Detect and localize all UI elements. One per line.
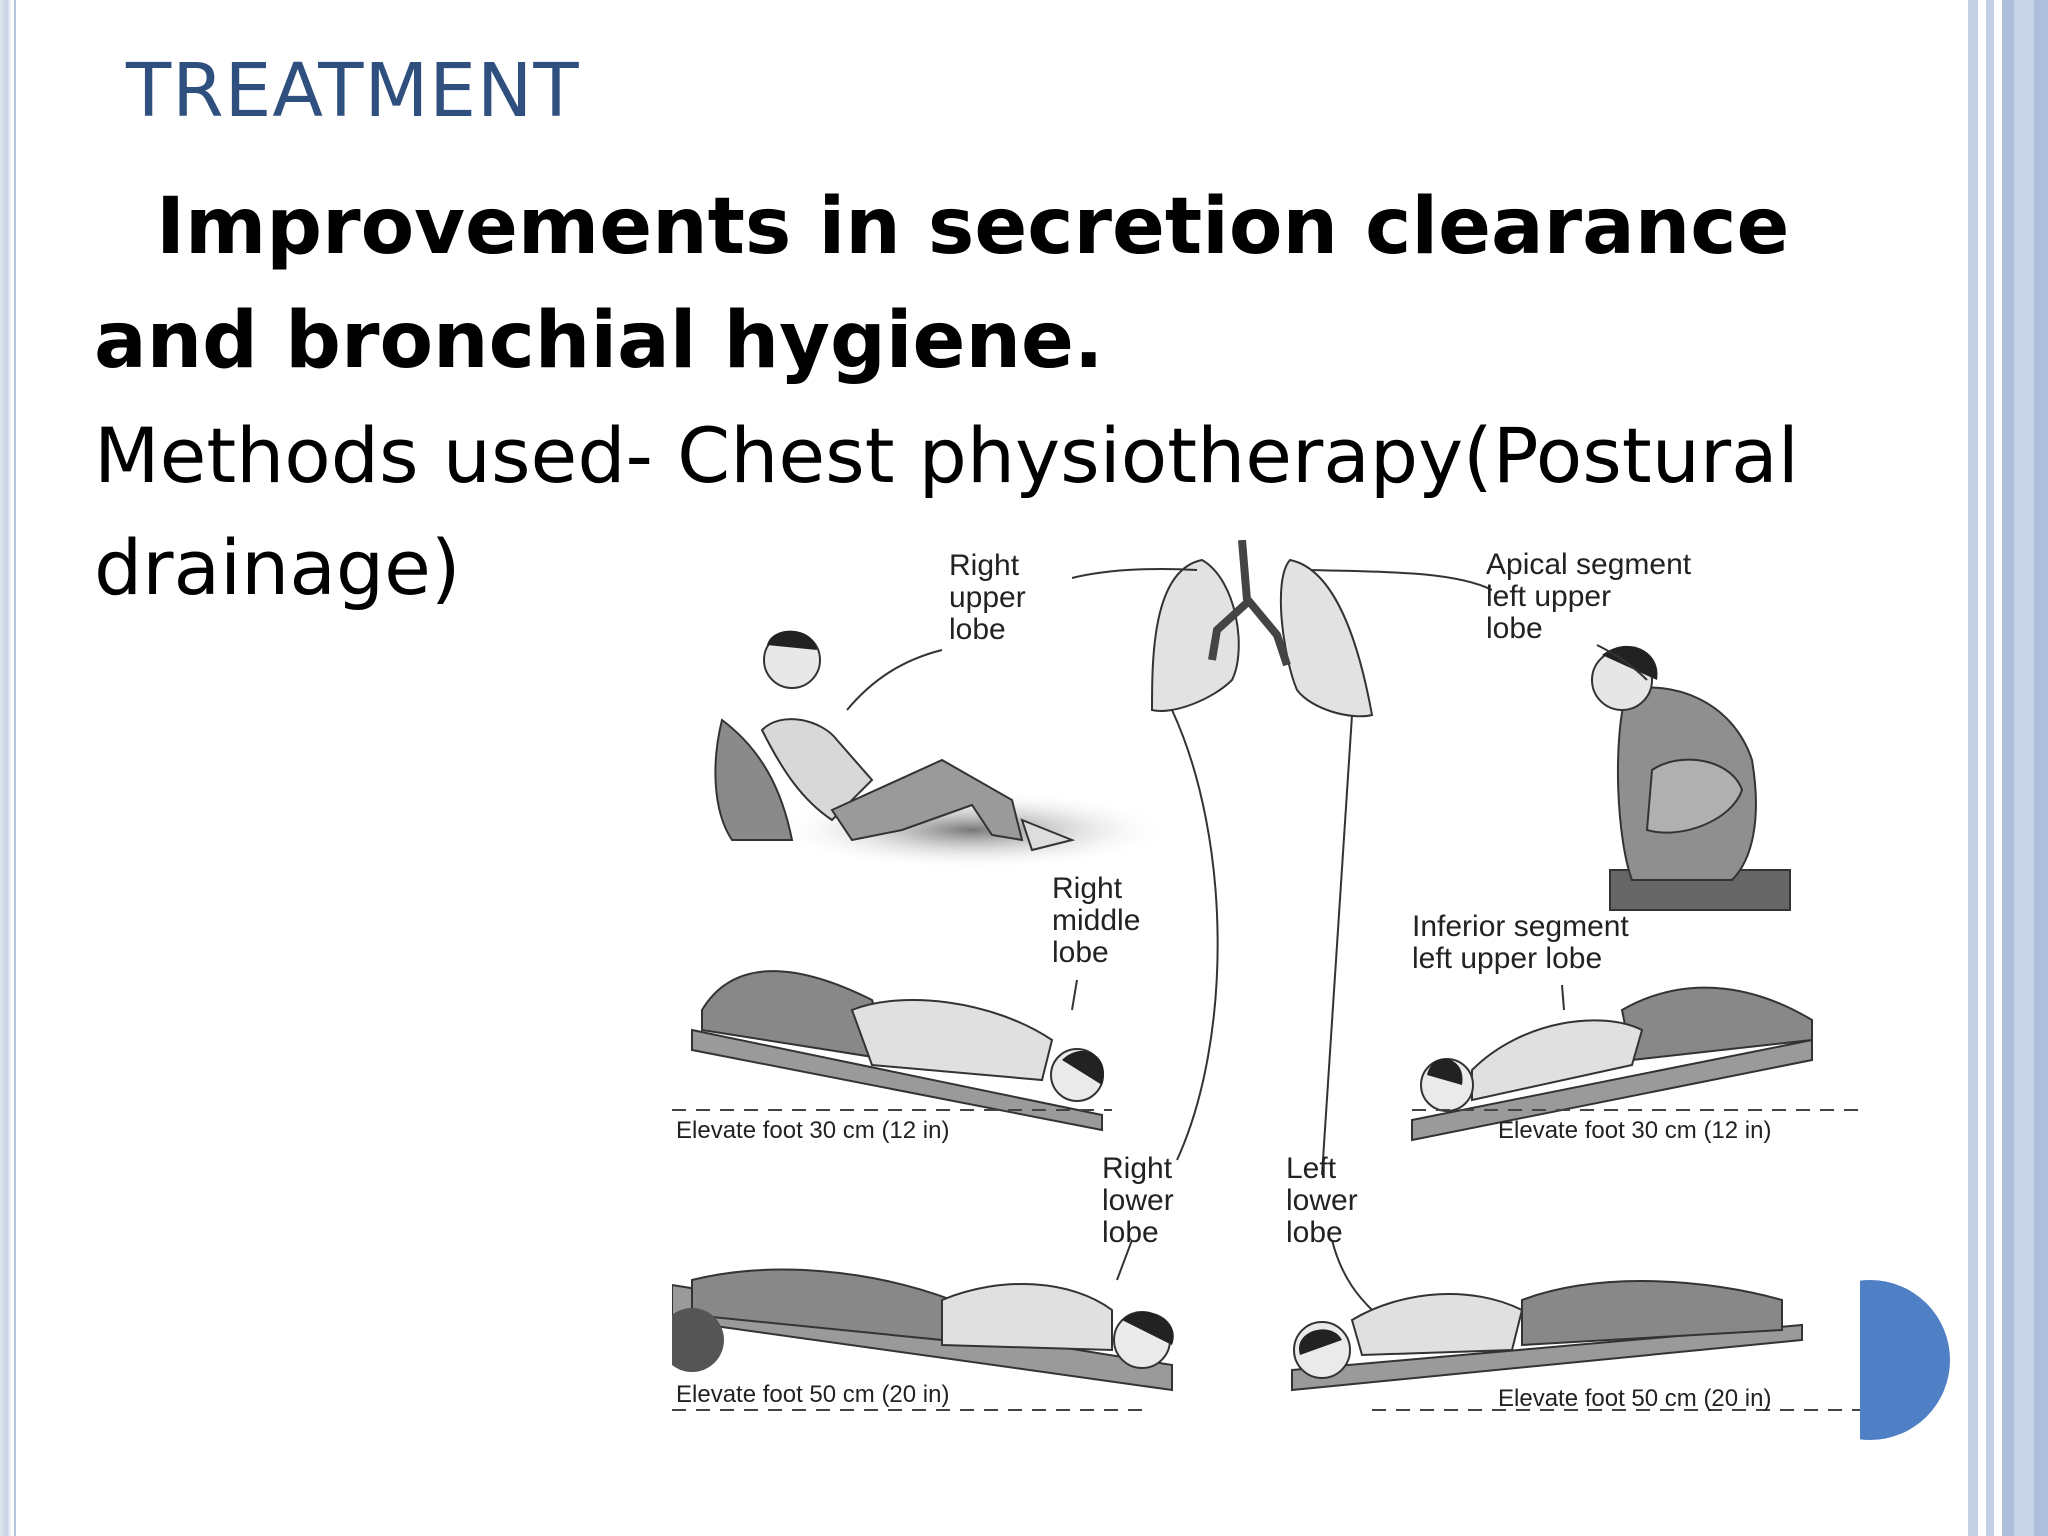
slide-title: TREATMENT [126, 48, 580, 134]
label-right-middle: middle [1052, 904, 1140, 937]
scroll-badge-icon [672, 1308, 724, 1372]
postural-drainage-illustration: Right upper lobe Apical segment left upp… [672, 540, 1862, 1412]
caption-elevate-1: Elevate foot 30 cm (12 in) [676, 1117, 949, 1144]
label-left-lower: Left [1286, 1152, 1337, 1185]
left-lower-lobe-figure-icon [1291, 1280, 1803, 1392]
label-right-upper: Right [949, 549, 1020, 582]
slide-left-border [0, 0, 22, 1536]
lungs-icon [1150, 540, 1374, 718]
right-lower-lobe-figure-icon [672, 1268, 1174, 1392]
label-right-lower: Right [1102, 1152, 1173, 1185]
right-middle-lobe-figure-icon [691, 970, 1104, 1132]
label-right-lower: lower [1102, 1184, 1174, 1217]
label-apical: Apical segment [1486, 548, 1692, 581]
methods-text: Methods used- Chest physiotherapy(Postur… [94, 411, 1799, 612]
slide-subtitle: Improvements in secretion clearance and … [94, 182, 1790, 386]
label-apical: lobe [1486, 612, 1543, 645]
caption-elevate-3: Elevate foot 50 cm (20 in) [676, 1381, 949, 1408]
label-right-middle: Right [1052, 872, 1123, 905]
apical-segment-figure-icon [1591, 645, 1791, 911]
postural-drainage-figure: Right upper lobe Apical segment left upp… [672, 540, 1862, 1420]
label-right-upper: upper [949, 581, 1026, 614]
label-left-lower: lobe [1286, 1216, 1343, 1249]
label-inferior: Inferior segment [1412, 910, 1629, 943]
slide-right-border [1968, 0, 2048, 1536]
label-left-lower: lower [1286, 1184, 1358, 1217]
inferior-segment-figure-icon [1411, 986, 1813, 1142]
label-right-lower: lobe [1102, 1216, 1159, 1249]
label-right-upper: lobe [949, 613, 1006, 646]
upper-lobe-figure-icon [714, 630, 1172, 870]
decorative-circle [1860, 1280, 1950, 1440]
label-inferior: left upper lobe [1412, 942, 1602, 975]
label-right-middle: lobe [1052, 936, 1109, 969]
caption-elevate-2: Elevate foot 30 cm (12 in) [1498, 1117, 1771, 1144]
label-apical: left upper [1486, 580, 1611, 613]
caption-elevate-4: Elevate foot 50 cm (20 in) [1498, 1385, 1771, 1412]
